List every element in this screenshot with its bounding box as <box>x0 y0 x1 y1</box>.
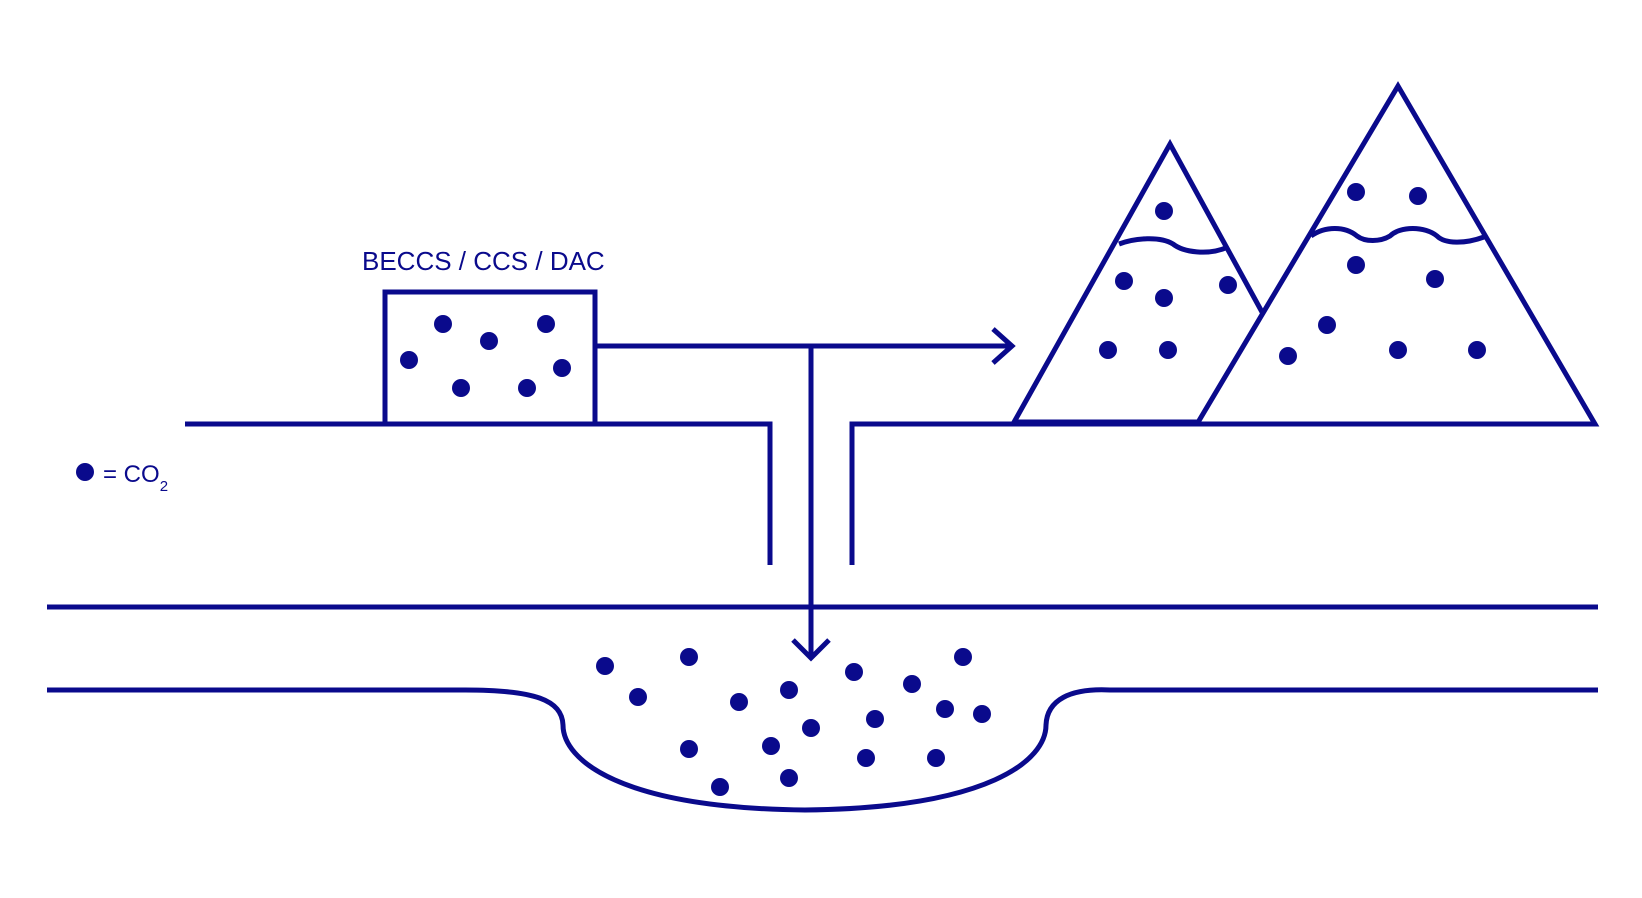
legend: = CO2 <box>76 461 168 495</box>
snow-cap-small <box>1118 236 1230 255</box>
process-label: BECCS / CCS / DAC <box>362 246 605 276</box>
co2-dot <box>680 648 698 666</box>
legend-text: = CO2 <box>103 461 168 495</box>
co2-dot <box>903 675 921 693</box>
co2-dot <box>1155 289 1173 307</box>
mountain-small <box>1010 138 1265 426</box>
ground-surface-left <box>185 421 773 565</box>
ground-surface-right <box>849 421 1560 565</box>
co2-dot <box>680 740 698 758</box>
co2-dot <box>1099 341 1117 359</box>
pipeline-arrowhead-down <box>791 638 831 662</box>
co2-dot <box>1347 183 1365 201</box>
co2-dot <box>866 710 884 728</box>
co2-dot <box>400 351 418 369</box>
mountain-large <box>1192 81 1600 427</box>
co2-dot <box>802 719 820 737</box>
co2-dot <box>518 379 536 397</box>
co2-dot <box>434 315 452 333</box>
capture-facility-box <box>382 289 598 427</box>
co2-dot <box>780 681 798 699</box>
co2-dot <box>730 693 748 711</box>
reservoir-layer <box>47 687 1598 813</box>
co2-dot <box>629 688 647 706</box>
co2-dot <box>1115 272 1133 290</box>
snow-cap-large <box>1309 226 1485 245</box>
co2-dot <box>1159 341 1177 359</box>
co2-dot <box>452 379 470 397</box>
co2-dot <box>936 700 954 718</box>
legend-subscript: 2 <box>160 478 168 495</box>
co2-dot <box>780 769 798 787</box>
co2-dot <box>537 315 555 333</box>
co2-dot <box>553 359 571 377</box>
co2-dot <box>596 657 614 675</box>
co2-dot <box>1389 341 1407 359</box>
co2-dot <box>954 648 972 666</box>
co2-dot <box>927 749 945 767</box>
co2-dot <box>1279 347 1297 365</box>
co2-dot <box>845 663 863 681</box>
co2-dot <box>973 705 991 723</box>
co2-dot <box>762 737 780 755</box>
co2-dot <box>1468 341 1486 359</box>
co2-dot <box>857 749 875 767</box>
co2-dot-icon <box>76 463 94 481</box>
co2-dot <box>1426 270 1444 288</box>
co2-dot <box>1219 276 1237 294</box>
co2-dot <box>711 778 729 796</box>
legend-text-main: = CO <box>103 461 160 488</box>
co2-dot <box>1409 187 1427 205</box>
co2-dot <box>480 332 498 350</box>
co2-dots-group <box>400 183 1486 796</box>
co2-dot <box>1318 316 1336 334</box>
pipeline-arrowhead-right <box>991 327 1016 365</box>
co2-dot <box>1347 256 1365 274</box>
co2-dot <box>1155 202 1173 220</box>
